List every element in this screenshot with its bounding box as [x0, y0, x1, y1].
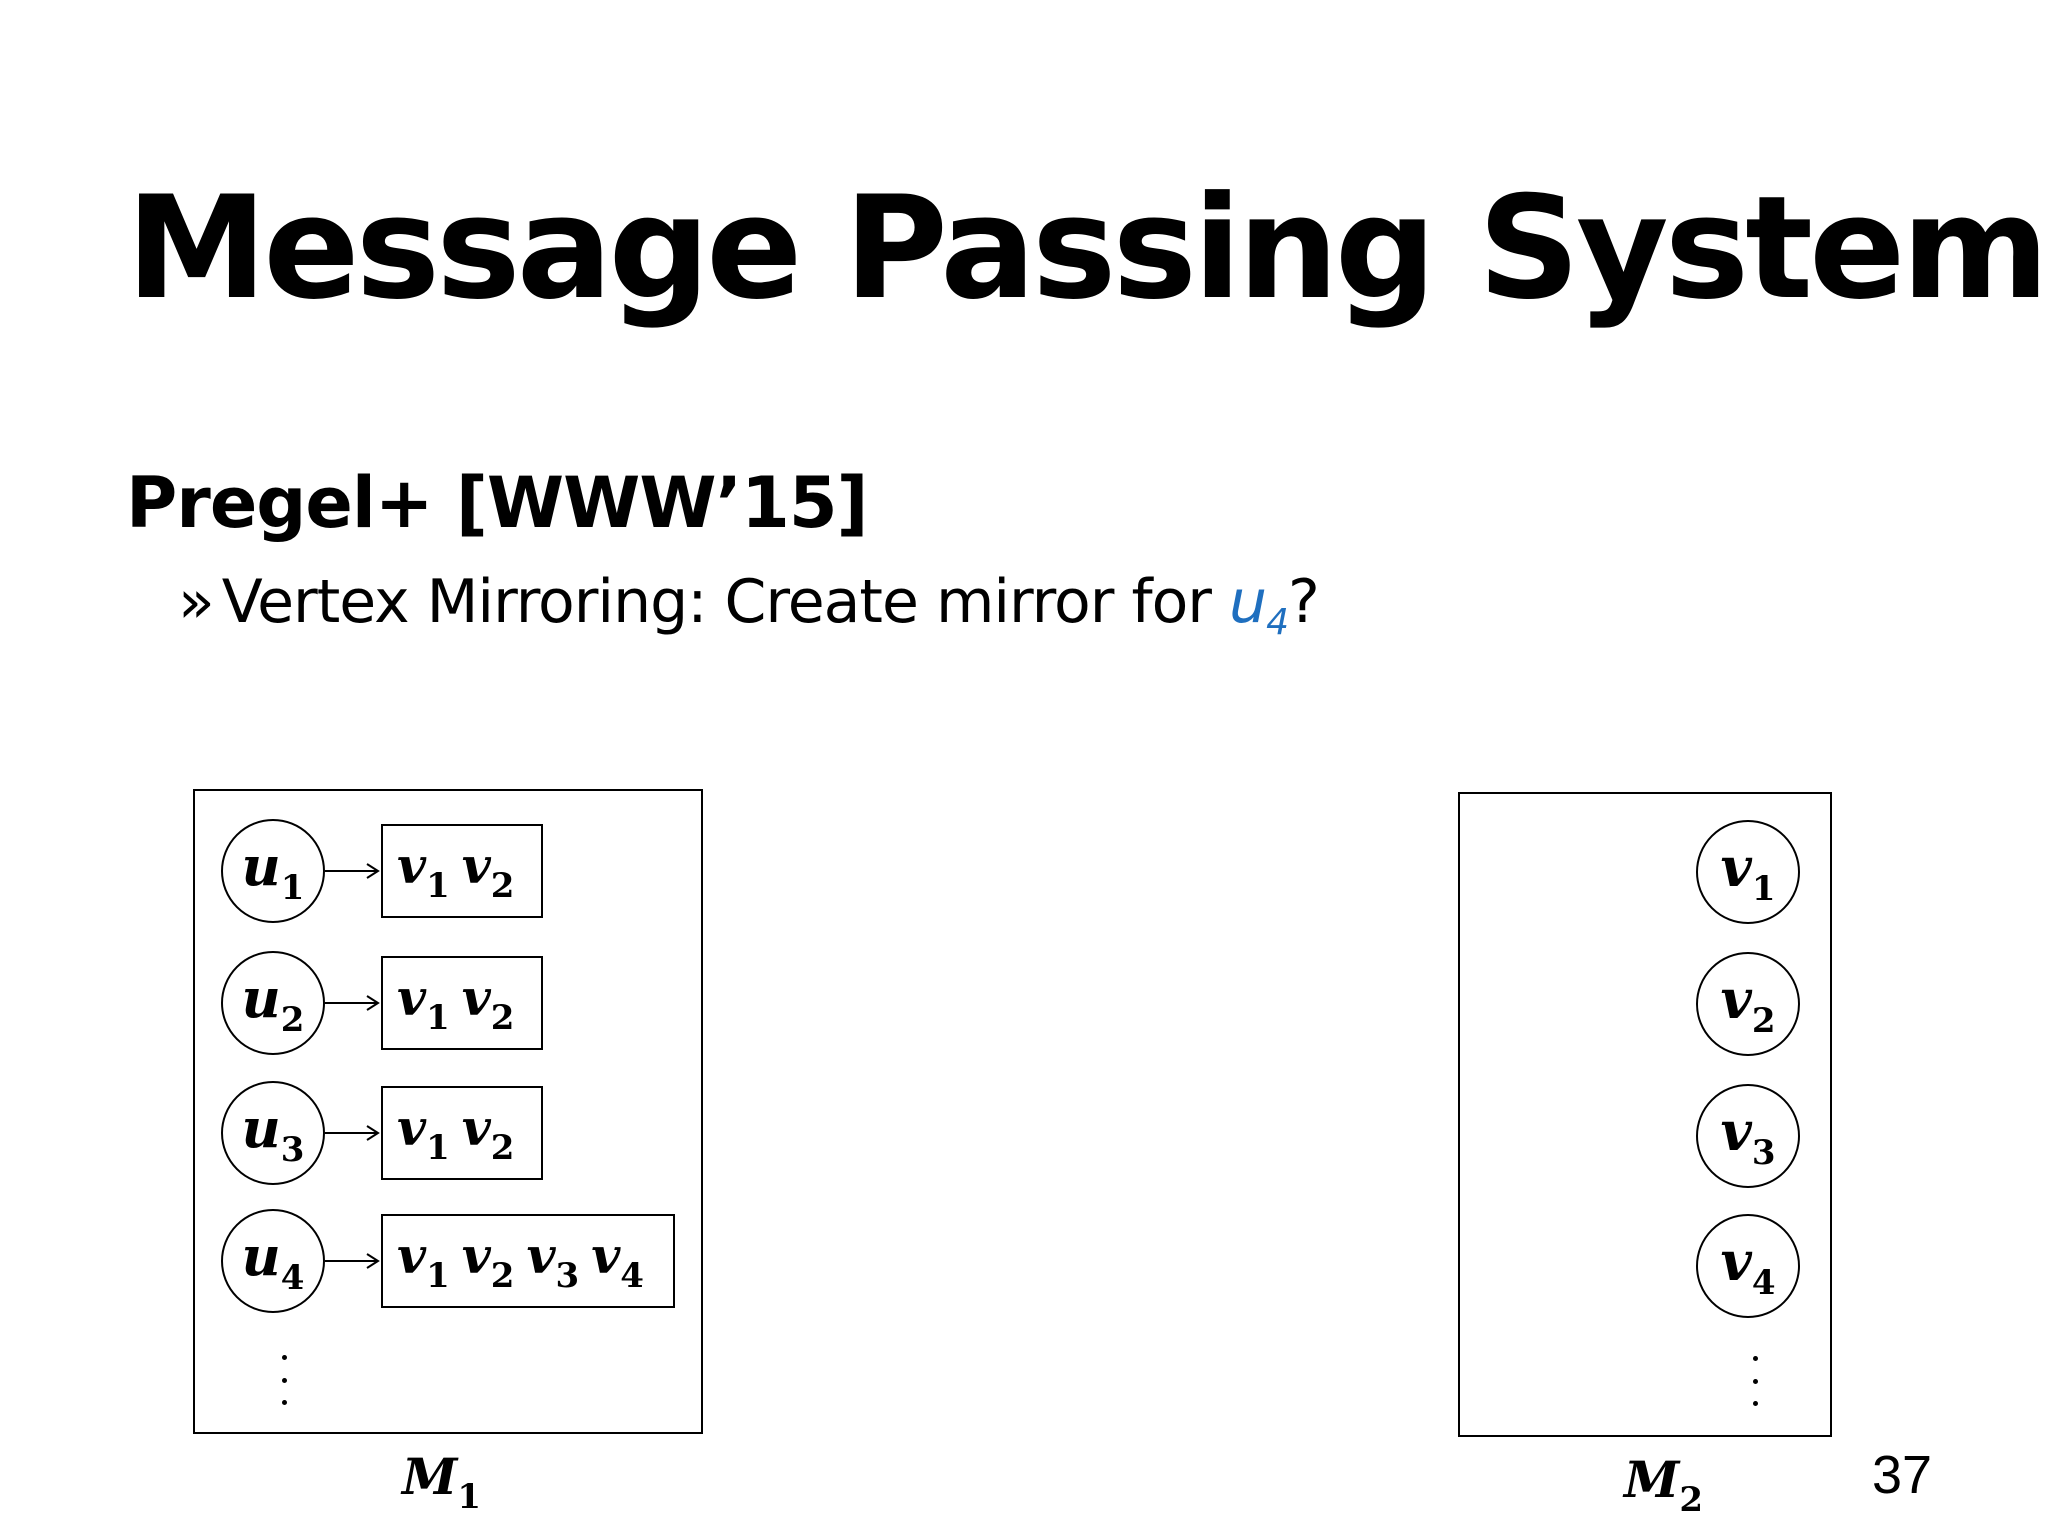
neighbor-label-base: v	[461, 836, 491, 895]
vertex-label: u2	[242, 966, 305, 1040]
vertex-label-base: u	[241, 834, 281, 898]
bullet-item: »Vertex Mirroring: Create mirror for u4?	[178, 572, 1320, 641]
neighbor-label-base: v	[526, 1226, 556, 1285]
neighbor-label-sub: 1	[426, 866, 450, 906]
vertex-label: u4	[242, 1224, 305, 1298]
mirror-vertex-label: v4	[1720, 1229, 1775, 1303]
vertex-node: u2	[221, 951, 325, 1055]
section-heading: Pregel+ [WWW’15]	[126, 462, 869, 544]
neighbor-label-base: v	[397, 1098, 427, 1157]
bullet-suffix: ?	[1287, 567, 1320, 637]
more-mirrors-ellipsis	[1750, 1356, 1760, 1406]
vertex-node: u1	[221, 819, 325, 923]
neighbor-label-base: v	[591, 1226, 621, 1285]
neighbor-label-sub: 2	[490, 866, 515, 906]
neighbor-label-sub: 2	[490, 1128, 515, 1168]
neighbor-label-sub: 4	[620, 1256, 644, 1296]
neighbor-label-base: v	[461, 968, 491, 1027]
mirror-vertex-node: v2	[1696, 952, 1800, 1056]
neighbor-label-sub: 3	[555, 1256, 580, 1296]
mirror-vertex-label-sub: 1	[1751, 869, 1776, 909]
vertex-node: u4	[221, 1209, 325, 1313]
neighbor-label-base: v	[461, 1226, 491, 1285]
mirror-vertex-node: v4	[1696, 1214, 1800, 1318]
mirror-vertex-label: v2	[1720, 967, 1775, 1041]
mirror-vertex-node: v1	[1696, 820, 1800, 924]
mirror-vertex-label-base: v	[1720, 835, 1752, 899]
machine-1-label: M1	[402, 1452, 482, 1517]
slide-title: Message Passing Systems	[126, 166, 2048, 331]
mirror-vertex-label-base: v	[1720, 1229, 1752, 1293]
neighbor-label: v2	[462, 836, 515, 906]
edge-arrow	[325, 1125, 380, 1141]
vertex-label-sub: 4	[280, 1258, 305, 1298]
more-vertices-ellipsis	[279, 1355, 289, 1405]
neighbor-label-base: v	[397, 1226, 427, 1285]
neighbor-label-base: v	[397, 968, 427, 1027]
neighbor-label: v3	[526, 1226, 579, 1296]
vertex-label: u1	[242, 834, 305, 908]
neighbor-label: v1	[397, 1098, 450, 1168]
vertex-label-base: u	[241, 1096, 281, 1160]
mirror-vertex-label-base: v	[1720, 1099, 1752, 1163]
vertex-label-sub: 1	[280, 868, 305, 908]
mirror-vertex-label-sub: 2	[1751, 1001, 1776, 1041]
neighbor-label: v2	[462, 1098, 515, 1168]
mirror-vertex-label: v3	[1720, 1099, 1775, 1173]
bullet-text: Vertex Mirroring: Create mirror for	[221, 567, 1230, 637]
mirror-vertex-label-sub: 3	[1751, 1133, 1776, 1173]
edge-arrow	[325, 1253, 380, 1269]
edge-arrow	[325, 995, 380, 1011]
neighbor-label-sub: 1	[426, 1128, 450, 1168]
machine-2-label-sub: 2	[1679, 1480, 1704, 1520]
neighbor-label: v1	[397, 968, 450, 1038]
neighbor-label-sub: 2	[490, 1256, 515, 1296]
machine-2-label: M2	[1624, 1455, 1704, 1520]
neighbor-label-base: v	[397, 836, 427, 895]
neighbor-label: v1	[397, 836, 450, 906]
highlighted-vertex-sub: 4	[1266, 602, 1289, 643]
machine-1-label-sub: 1	[457, 1477, 482, 1517]
vertex-label-base: u	[241, 966, 281, 1030]
bullet-marker: »	[178, 567, 215, 637]
vertex-label-base: u	[241, 1224, 281, 1288]
mirror-vertex-label-base: v	[1720, 967, 1752, 1031]
neighbor-label-sub: 1	[426, 1256, 450, 1296]
vertex-label-sub: 2	[280, 1000, 305, 1040]
page-number: 37	[1872, 1445, 1933, 1505]
mirror-vertex-label-sub: 4	[1751, 1263, 1776, 1303]
machine-1-label-base: M	[402, 1447, 458, 1506]
vertex-label-sub: 3	[280, 1130, 305, 1170]
vertex-node: u3	[221, 1081, 325, 1185]
neighbor-label: v2	[462, 968, 515, 1038]
highlighted-vertex: u4	[1229, 567, 1289, 641]
machine-2-label-base: M	[1624, 1450, 1680, 1509]
neighbor-label: v2	[462, 1226, 515, 1296]
neighbor-label: v1	[397, 1226, 450, 1296]
vertex-label: u3	[242, 1096, 305, 1170]
highlighted-vertex-base: u	[1229, 567, 1267, 637]
edge-arrow	[325, 863, 380, 879]
neighbor-label-base: v	[461, 1098, 491, 1157]
mirror-vertex-node: v3	[1696, 1084, 1800, 1188]
neighbor-label: v4	[591, 1226, 644, 1296]
neighbor-label-sub: 1	[426, 998, 450, 1038]
mirror-vertex-label: v1	[1720, 835, 1775, 909]
neighbor-label-sub: 2	[490, 998, 515, 1038]
